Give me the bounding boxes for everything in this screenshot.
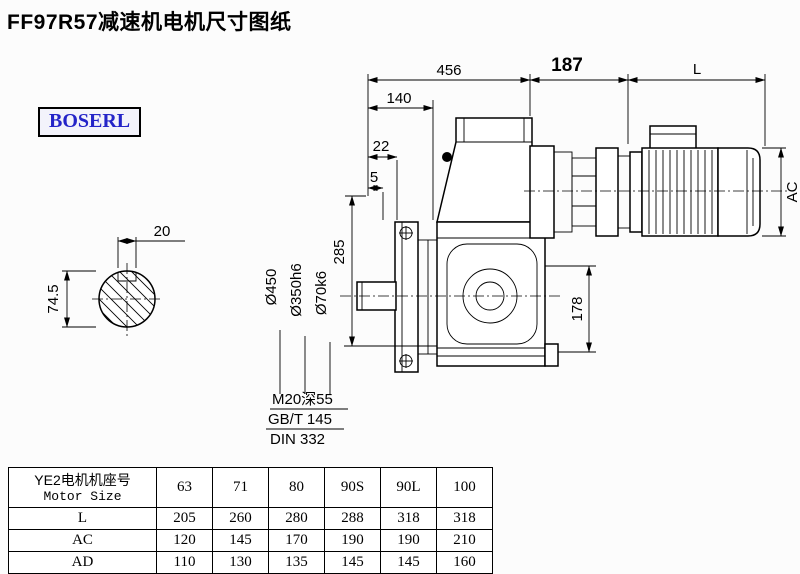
table-cell: 170 [268,529,325,552]
table-cell: 260 [212,507,269,530]
table-cell: 145 [380,551,437,574]
dim-178: 178 [545,265,596,353]
dim-178-label: 178 [569,296,586,321]
col-header: 90S [324,467,381,508]
dia-350-label: Ø350h6 [288,263,305,316]
dim-285-label: 285 [331,239,348,264]
dia-450-label: Ø450 [263,269,280,306]
col-header: 90L [380,467,437,508]
dim-20-label: 20 [154,223,171,240]
output-shaft-section-view [98,270,156,328]
header-motor-size-cn: YE2电机机座号 [34,471,131,488]
dim-shaft-height: 74.5 [45,270,96,328]
table-cell: 318 [380,507,437,530]
table-cell: 145 [212,529,269,552]
motor [629,125,761,237]
gearbox-body [356,117,559,373]
table-cell: 130 [212,551,269,574]
col-header: 80 [268,467,325,508]
dimension-drawing: 20 74.5 [45,55,800,448]
table-cell: 160 [436,551,493,574]
table-row-AD: AD 110 130 135 145 145 160 [8,551,493,574]
dim-5-label: 5 [370,169,378,186]
motor-size-table: YE2电机机座号 Motor Size 63 71 80 90S 90L 100… [8,467,493,574]
callout-thread-label: M20深55 [272,391,333,408]
table-cell: 135 [268,551,325,574]
table-cell: 145 [324,551,381,574]
table-cell: 110 [156,551,213,574]
terminal-box [649,125,697,151]
table-cell: 120 [156,529,213,552]
callout-din-label: DIN 332 [270,431,325,448]
dim-L-label: L [693,61,701,78]
dim-456-label: 456 [436,62,461,79]
table-cell: 280 [268,507,325,530]
eyebolt-icon [442,152,452,162]
dim-285: 285 [331,195,437,347]
col-header: 100 [436,467,493,508]
dim-AC: AC [762,147,800,237]
table-row-AC: AC 120 145 170 190 190 210 [8,529,493,552]
diameter-callouts: Ø450 Ø350h6 Ø70k6 [263,263,331,394]
dim-187-label: 187 [551,55,583,76]
table-cell: 318 [436,507,493,530]
dim-74-5-label: 74.5 [45,284,62,313]
table-cell: 210 [436,529,493,552]
col-header: 63 [156,467,213,508]
dim-140-label: 140 [386,90,411,107]
dim-22-label: 22 [373,138,390,155]
motor-fins [648,150,713,234]
top-dimensions: 456 187 L 140 22 5 [367,55,766,220]
page-title: FF97R57减速机电机尺寸图纸 [7,11,292,34]
table-header-row: YE2电机机座号 Motor Size 63 71 80 90S 90L 100 [8,467,493,508]
centerlines [92,190,790,337]
row-label: AC [8,529,157,552]
table-row-L: L 205 260 280 288 318 318 [8,507,493,530]
dia-70-label: Ø70k6 [313,271,330,315]
thread-callouts: M20深55 GB/T 145 DIN 332 [266,391,348,448]
fan-cover [717,147,761,237]
brand-logo: BOSERL [38,107,142,137]
row-label: AD [8,551,157,574]
table-cell: 288 [324,507,381,530]
table-cell: 205 [156,507,213,530]
header-motor-size-en: Motor Size [43,488,122,504]
row-label: L [8,507,157,530]
callout-gb-label: GB/T 145 [268,411,332,428]
col-header: 71 [212,467,269,508]
table-cell: 190 [324,529,381,552]
table-cell: 190 [380,529,437,552]
header-motor-size: YE2电机机座号 Motor Size [8,467,157,508]
dim-keyway-width: 20 [117,223,185,268]
dim-AC-label: AC [784,181,800,202]
r57-reducer-unit [529,145,631,239]
